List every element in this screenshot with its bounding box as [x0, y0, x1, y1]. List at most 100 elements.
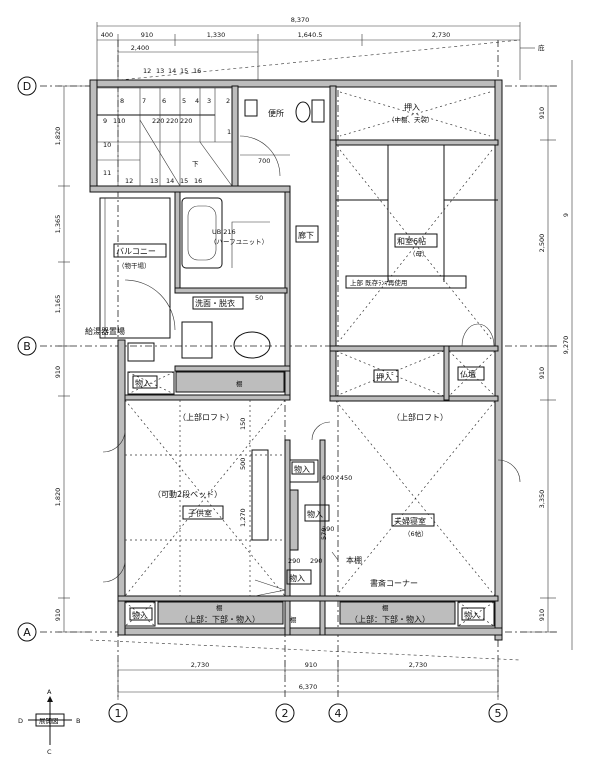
closet-top-note: （中棚、天袋）	[388, 115, 434, 124]
dim-right-2: 2,500	[538, 234, 546, 253]
bathtub-icon	[181, 197, 223, 269]
compass-west: D	[18, 717, 23, 725]
axis-label-1: 1	[115, 707, 122, 720]
water-heater-area: 給湯器置場	[85, 326, 155, 362]
toilet-bowl-icon	[295, 101, 311, 123]
dim-right-total: 9,270	[562, 336, 570, 355]
stair: 12 13 14 15 16 8 7 6 5 4 3 2 9 110 220 2…	[97, 67, 233, 187]
dim-left-6: 910	[54, 609, 62, 621]
kids-room-label: 子供室	[188, 508, 212, 518]
stair-step-9: 9	[103, 117, 107, 125]
closet-mid-label: 押入	[376, 372, 392, 382]
eaves-label: 庇	[538, 43, 545, 52]
dim-bottom-1: 2,730	[191, 661, 210, 669]
axis-label-b: B	[23, 340, 31, 353]
dim-right-4: 3,350	[538, 490, 546, 509]
axis-label-4: 4	[335, 707, 342, 720]
storage-br-label: 物入	[464, 610, 480, 620]
storage-bl-label: 物入	[132, 610, 148, 620]
kids-room: （上部ロフト） （可動2段ベッド） 子供室 150 500 1,270	[102, 399, 287, 597]
stair-step-top-15: 15	[180, 67, 188, 75]
upper-loft-note: 上部 既存ﾗﾝﾏ再使用	[350, 278, 407, 287]
closet-top: 押入 （中棚、天袋）	[339, 91, 491, 137]
stair-step-6: 6	[162, 97, 166, 105]
dim-left-2: 1,365	[54, 215, 62, 234]
dim-inner-500: 500	[239, 458, 247, 470]
right-dimensions: 910 2,500 910 3,350 910 9,270 9	[520, 60, 573, 650]
loft-left-label: （上部ロフト）	[178, 412, 234, 422]
bottom-dimensions: 2,730 910 2,730 6,370	[117, 660, 499, 700]
stair-step-top-14: 14	[168, 67, 176, 75]
dim-inner-150: 150	[239, 418, 247, 430]
shelf-d-label: 棚	[290, 615, 297, 624]
storage-c3-label: 物入	[289, 573, 305, 583]
dim-right-5: 910	[538, 609, 546, 621]
hallway: 廊下	[295, 225, 319, 243]
stair-step-2: 2	[226, 97, 230, 105]
stair-down-label: 下	[192, 160, 199, 168]
stair-step-top-16: 16	[193, 67, 201, 75]
axis-label-d: D	[23, 80, 31, 93]
compass-label: 展開図	[39, 717, 59, 725]
dim-top-seg-1: 400	[101, 31, 113, 39]
balcony: バルコニー （物干場）	[99, 197, 176, 339]
stair-step-top-12: 12	[143, 67, 151, 75]
washing-machine-icon	[181, 321, 213, 359]
study-corner-label: 書斎コーナー	[370, 578, 418, 588]
balcony-label: バルコニー	[116, 247, 156, 256]
toilet-label: 便所	[268, 108, 284, 118]
japanese-room-note: （母）	[409, 250, 429, 258]
compass-north: A	[47, 688, 52, 696]
stair-step-11: 11	[103, 169, 111, 177]
balcony-note: （物干場）	[118, 261, 151, 270]
dim-left-3: 1,165	[54, 295, 62, 314]
bookshelf-label: 本棚	[346, 555, 362, 565]
washroom-label: 洗面・脱衣	[195, 298, 235, 308]
altar-label: 仏壇	[460, 369, 476, 379]
storage-c1-label: 物入	[294, 464, 310, 474]
dim-inner-290c: 290	[310, 557, 322, 565]
stair-step-bottom-15: 15	[180, 177, 188, 185]
stair-step-3: 3	[207, 97, 211, 105]
outer-walls	[89, 79, 503, 641]
shelf-a-label: 棚	[236, 379, 243, 388]
stair-step-bottom-12: 12	[125, 177, 133, 185]
closet-top-label: 押入	[404, 102, 420, 112]
stair-dim-220b: 220	[166, 117, 178, 125]
eaves-line: 庇	[89, 39, 545, 661]
unit-bath-label: UB 216	[212, 228, 236, 236]
study-area: 本棚 書斎コーナー	[331, 551, 418, 588]
dim-bottom-total: 6,370	[299, 683, 318, 691]
bottom-storage-row: 物入 棚 （上部：下部・物入） 棚 （上部：下部・物入） 棚 物入	[124, 601, 495, 627]
dim-left-1: 1,820	[54, 127, 62, 146]
stair-step-bottom-14: 14	[166, 177, 174, 185]
closet-mid: 押入	[335, 350, 445, 397]
japanese-room-label: 和室6帖	[397, 236, 426, 246]
dim-inner-600x450: 600×450	[322, 474, 352, 482]
stair-step-bottom-13: 13	[150, 177, 158, 185]
dim-top-seg-4: 1,640.5	[298, 31, 323, 39]
dim-right-1: 910	[538, 107, 546, 119]
dim-top-seg-5: 2,730	[432, 31, 451, 39]
altar-area: 仏壇	[448, 350, 496, 397]
loft-right-label: （上部ロフト）	[392, 412, 448, 422]
movable-bed-label: （可動2段ベッド）	[153, 489, 222, 499]
stair-step-10: 10	[103, 141, 111, 149]
stair-step-4: 4	[195, 97, 199, 105]
dim-left-4: 910	[54, 366, 62, 378]
axis-label-a: A	[23, 626, 31, 639]
master-bedroom-label: 夫婦寝室	[394, 516, 426, 526]
storage-left: 物入 棚	[127, 371, 285, 395]
shelf-c-label: 棚	[382, 603, 389, 612]
washbasin-icon	[233, 331, 271, 359]
toilet-tank-icon	[311, 99, 325, 123]
stair-dim-220c: 220	[180, 117, 192, 125]
axis-label-5: 5	[495, 707, 502, 720]
stair-step-7: 7	[142, 97, 146, 105]
upper-storage-left-label: （上部：下部・物入）	[180, 614, 260, 624]
stair-step-8: 8	[120, 97, 124, 105]
toilet-room: 便所 700	[239, 99, 325, 177]
stair-step-5: 5	[182, 97, 186, 105]
dim-right-3: 910	[538, 367, 546, 379]
storage-c2-label: 物入	[307, 509, 323, 519]
